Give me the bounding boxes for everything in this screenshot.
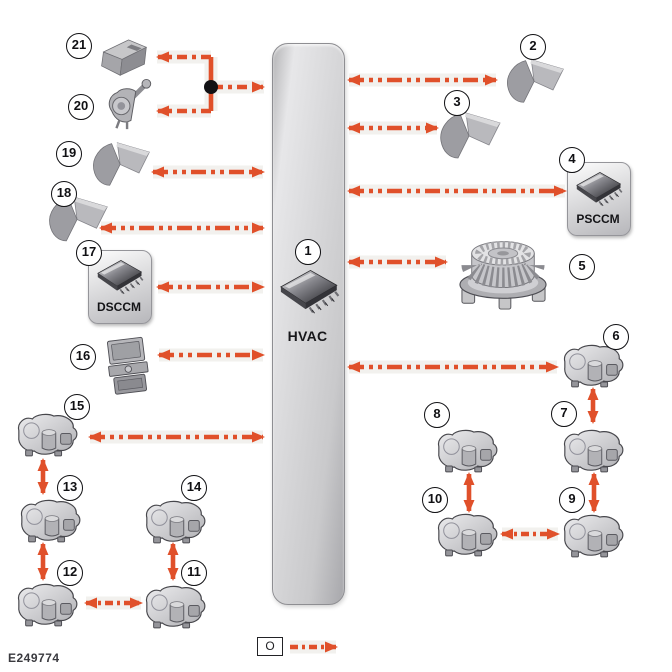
actuator-motor-icon bbox=[563, 344, 624, 388]
callout-8: 8 bbox=[424, 402, 450, 428]
callout-15: 15 bbox=[64, 394, 90, 420]
air-flap-icon bbox=[506, 59, 564, 103]
actuator-motor-icon bbox=[17, 413, 78, 457]
legend-symbol: O bbox=[265, 639, 275, 653]
callout-4: 4 bbox=[559, 147, 585, 173]
callout-19: 19 bbox=[56, 141, 82, 167]
dsccm-label: DSCCM bbox=[97, 300, 141, 314]
junction-dot bbox=[204, 80, 218, 94]
callout-6: 6 bbox=[603, 324, 629, 350]
callout-13: 13 bbox=[57, 475, 83, 501]
callout-10: 10 bbox=[422, 487, 448, 513]
callout-18: 18 bbox=[51, 181, 77, 207]
actuator-motor-icon bbox=[145, 500, 206, 544]
air-flap-icon bbox=[440, 112, 501, 159]
actuator-motor-icon bbox=[17, 583, 78, 627]
callout-3: 3 bbox=[444, 90, 470, 116]
hvac-microchip-icon bbox=[279, 269, 340, 315]
module-box-icon bbox=[101, 39, 147, 76]
actuator-motor-icon bbox=[563, 514, 624, 558]
dsccm-microchip-icon bbox=[96, 259, 144, 295]
actuator-motor-icon bbox=[437, 429, 498, 473]
connector-module-icon bbox=[104, 336, 151, 396]
hvac-bus-label: HVAC bbox=[287, 328, 328, 344]
hvac-bus bbox=[272, 43, 345, 605]
callout-21: 21 bbox=[66, 33, 92, 59]
callout-17: 17 bbox=[76, 240, 102, 266]
callout-7: 7 bbox=[551, 401, 577, 427]
callout-16: 16 bbox=[70, 344, 96, 370]
callout-1: 1 bbox=[295, 239, 321, 265]
actuator-motor-icon bbox=[437, 513, 498, 557]
callout-5: 5 bbox=[569, 254, 595, 280]
actuator-motor-icon bbox=[20, 499, 81, 543]
air-flap-icon bbox=[92, 142, 150, 186]
callout-20: 20 bbox=[68, 94, 94, 120]
callout-14: 14 bbox=[181, 475, 207, 501]
psccm-microchip-icon bbox=[575, 171, 623, 207]
callout-9: 9 bbox=[559, 487, 585, 513]
blower-motor-icon bbox=[460, 242, 546, 309]
callout-12: 12 bbox=[57, 560, 83, 586]
callout-2: 2 bbox=[520, 34, 546, 60]
callout-11: 11 bbox=[181, 560, 207, 586]
legend-symbol-box: O bbox=[257, 637, 283, 656]
actuator-motor-icon bbox=[145, 585, 206, 629]
control-lever-icon bbox=[109, 79, 150, 129]
psccm-label: PSCCM bbox=[576, 212, 620, 226]
actuator-motor-icon bbox=[563, 429, 624, 473]
figure-code: E249774 bbox=[8, 651, 60, 665]
